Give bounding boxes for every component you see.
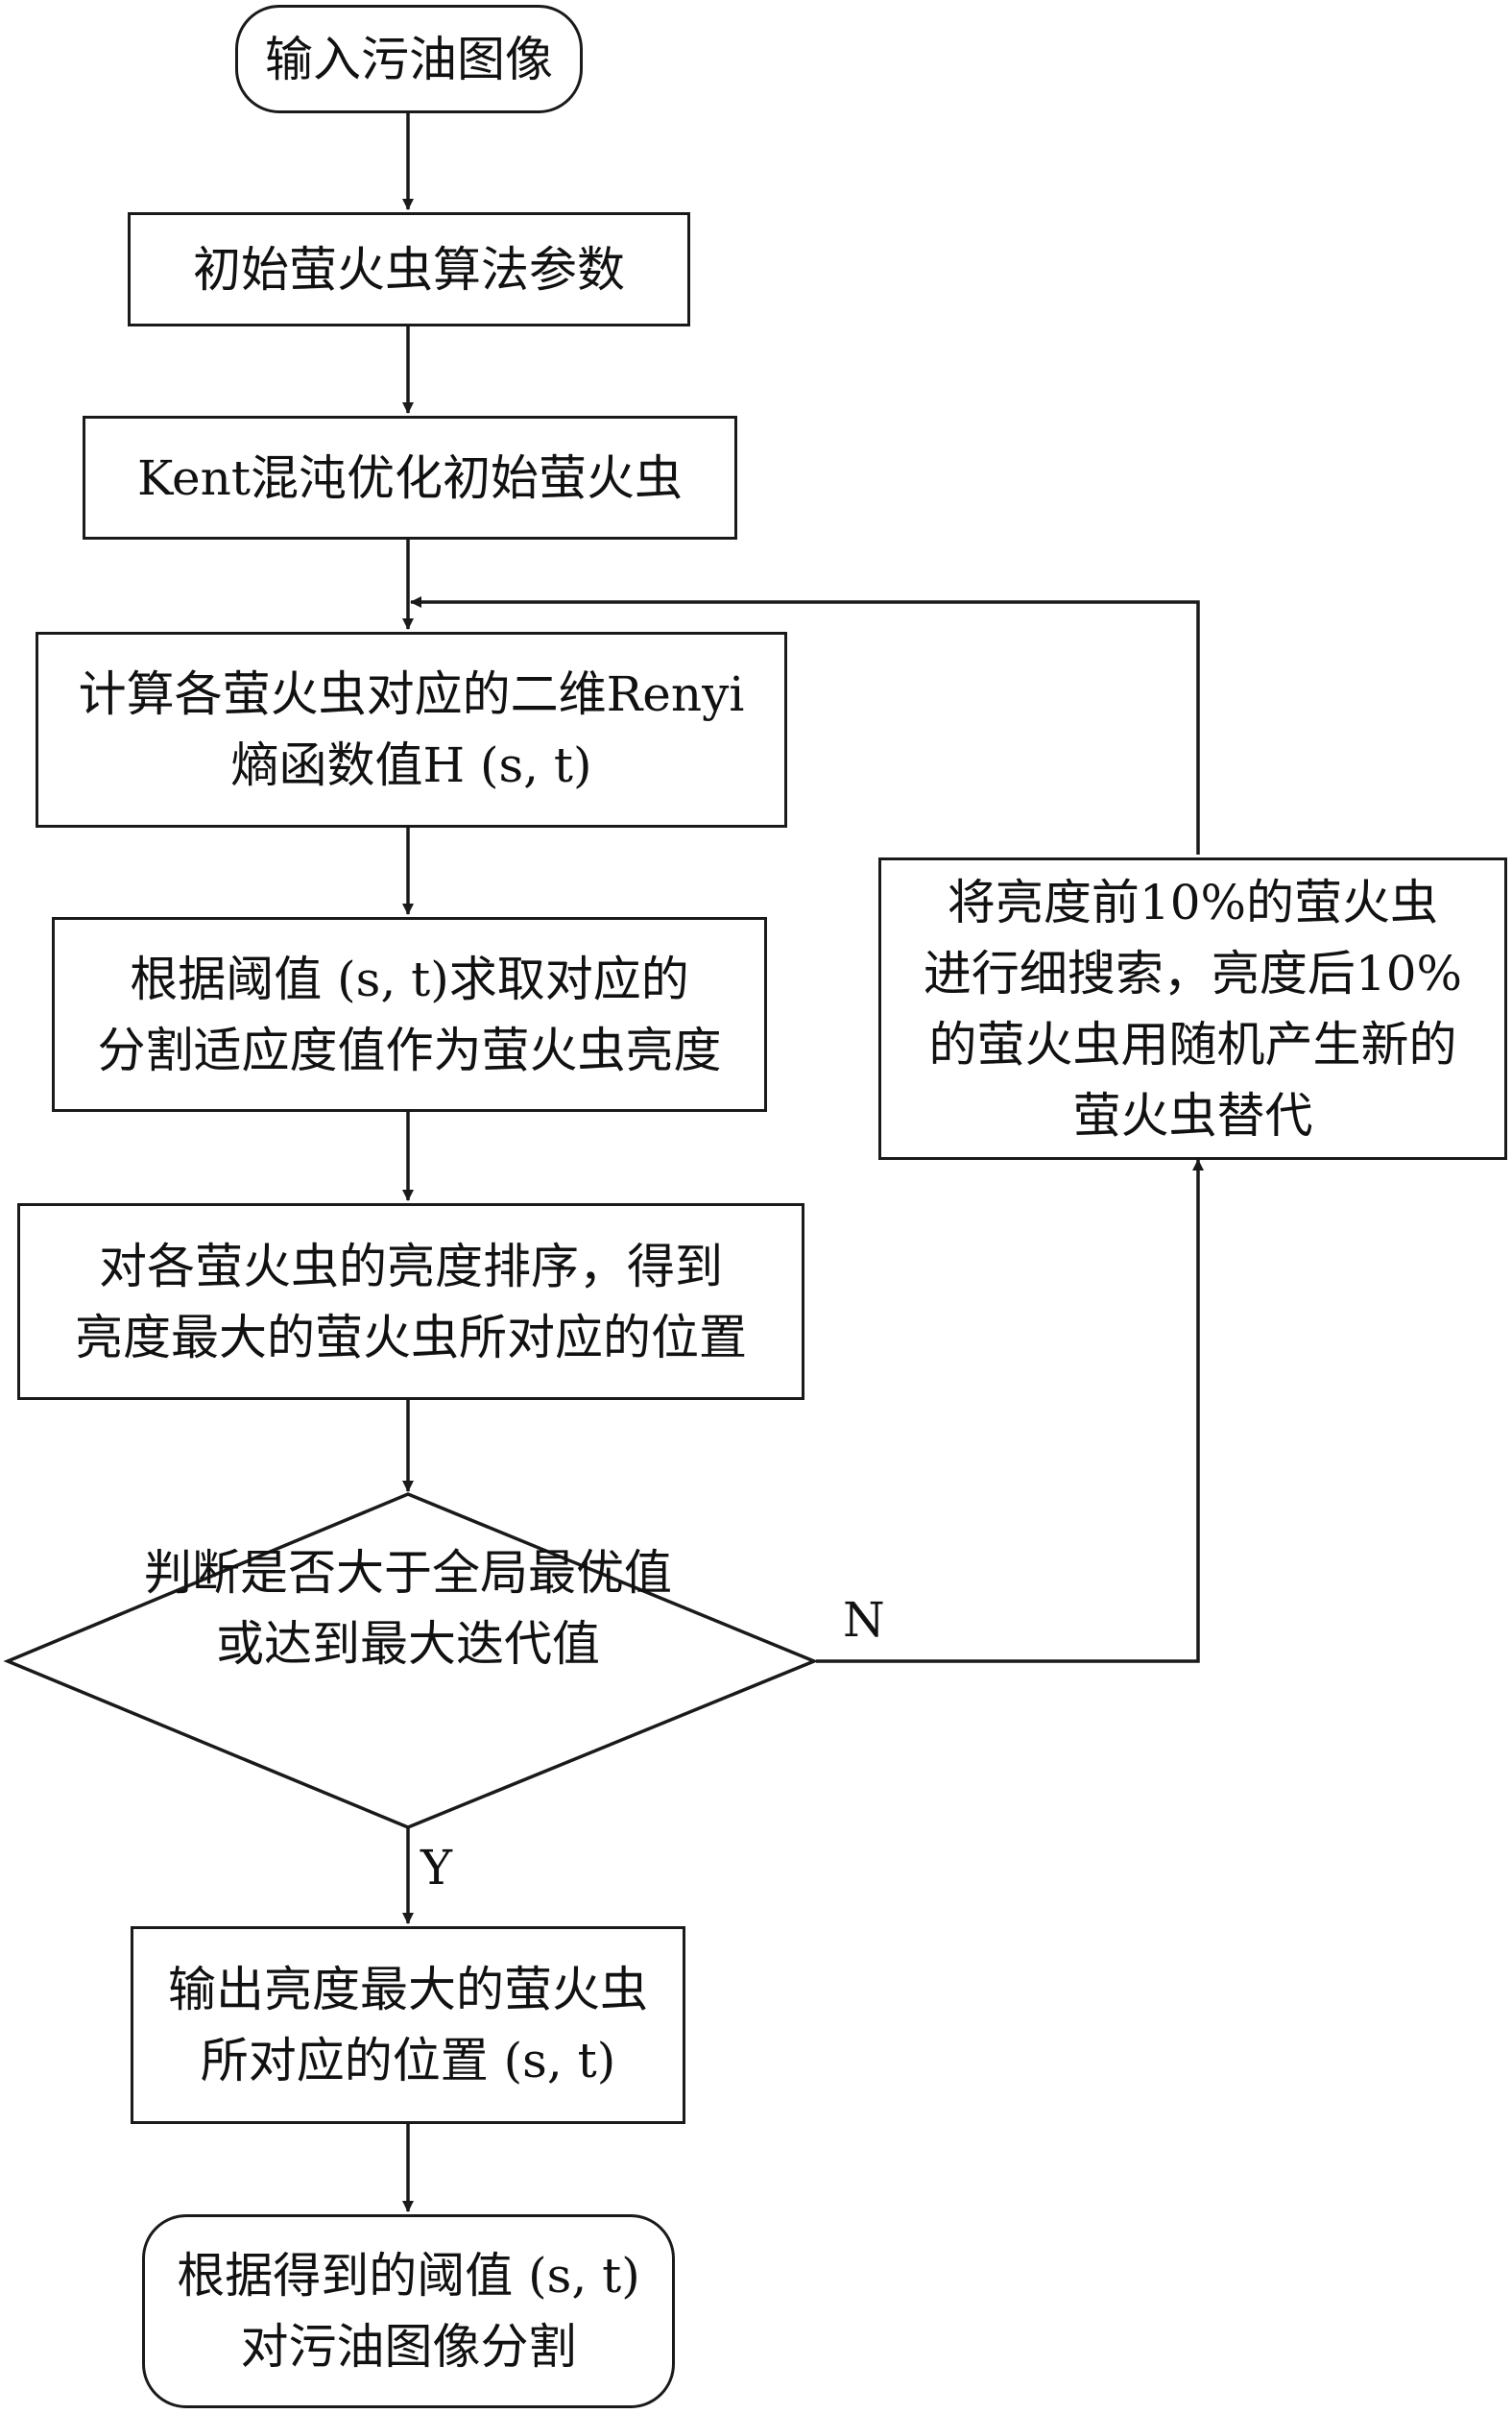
- kent-chaos-box: Kent混沌优化初始萤火虫: [83, 416, 737, 540]
- arrow-decision-no-update: [816, 1159, 1204, 1663]
- sort-box: 对各萤火虫的亮度排序，得到亮度最大的萤火虫所对应的位置: [17, 1203, 804, 1400]
- start-node: 输入污油图像: [235, 5, 583, 113]
- branch-label-yes: Y: [420, 1840, 453, 1895]
- node-text-line: 根据得到的阈值 (s, t): [177, 2248, 640, 2304]
- node-text-line: 分割适应度值作为萤火虫亮度: [97, 1022, 722, 1078]
- node-text-line: 输入污油图像: [265, 31, 553, 87]
- node-text-line: 熵函数值H (s, t): [230, 737, 592, 793]
- arrow-update-loop-renyi: [410, 596, 1200, 855]
- node-text-line: 所对应的位置 (s, t): [200, 2033, 616, 2088]
- init-params-box: 初始萤火虫算法参数: [128, 212, 690, 326]
- output-box: 输出亮度最大的萤火虫所对应的位置 (s, t): [131, 1926, 685, 2124]
- node-text-line: 亮度最大的萤火虫所对应的位置: [75, 1309, 747, 1365]
- node-text-line: 将亮度前10%的萤火虫: [947, 874, 1439, 930]
- node-text-line: 对污油图像分割: [240, 2319, 577, 2375]
- node-text-line: Kent混沌优化初始萤火虫: [137, 449, 683, 506]
- decision-diamond: [3, 1492, 819, 1829]
- node-text-line: 初始萤火虫算法参数: [193, 241, 625, 298]
- fitness-box: 根据阈值 (s, t)求取对应的分割适应度值作为萤火虫亮度: [52, 917, 767, 1112]
- node-text-line: 根据阈值 (s, t)求取对应的: [130, 951, 689, 1007]
- node-text-line: 对各萤火虫的亮度排序，得到: [99, 1238, 723, 1294]
- node-text-line: 计算各萤火虫对应的二维Renyi: [78, 666, 745, 722]
- end-node: 根据得到的阈值 (s, t) 对污油图像分割: [142, 2214, 675, 2408]
- node-text-line: 判断是否大于全局最优值: [144, 1545, 672, 1601]
- node-text-line: 萤火虫替代: [1072, 1087, 1313, 1144]
- node-text-line: 或达到最大迭代值: [216, 1616, 600, 1672]
- renyi-entropy-box: 计算各萤火虫对应的二维Renyi 熵函数值H (s, t): [36, 632, 787, 828]
- branch-label-no: N: [843, 1592, 885, 1648]
- node-text-line: 的萤火虫用随机产生新的: [928, 1016, 1457, 1073]
- node-text-line: 进行细搜索，亮度后10%: [923, 945, 1463, 1002]
- decision-label: 判断是否大于全局最优值或达到最大迭代值: [10, 1493, 806, 1724]
- node-text-line: 输出亮度最大的萤火虫: [168, 1962, 648, 2017]
- update-fireflies-box: 将亮度前10%的萤火虫进行细搜索，亮度后10% 的萤火虫用随机产生新的萤火虫替代: [878, 857, 1507, 1160]
